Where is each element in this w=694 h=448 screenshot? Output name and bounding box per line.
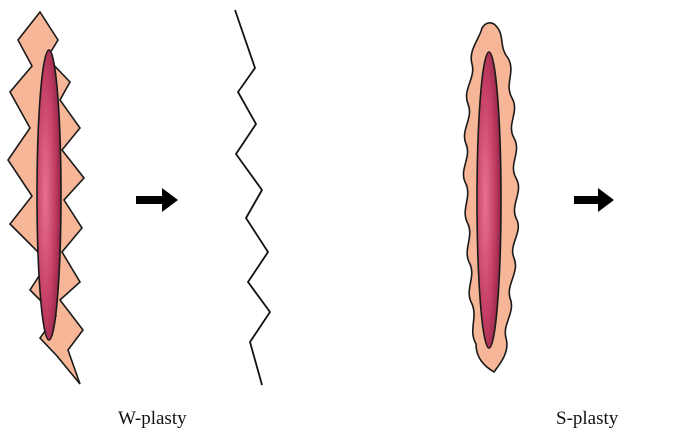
s-plasty-caption: S-plasty bbox=[556, 408, 618, 430]
w-plasty-excision bbox=[8, 12, 84, 384]
s-plasty-arrow bbox=[574, 188, 614, 212]
s-plasty-lesion bbox=[477, 52, 501, 348]
w-plasty-zigzag-closure bbox=[235, 10, 270, 385]
w-plasty-caption: W-plasty bbox=[118, 408, 187, 430]
w-plasty-arrow bbox=[136, 188, 178, 212]
s-plasty-excision bbox=[463, 23, 518, 372]
w-plasty-lesion bbox=[37, 50, 61, 340]
